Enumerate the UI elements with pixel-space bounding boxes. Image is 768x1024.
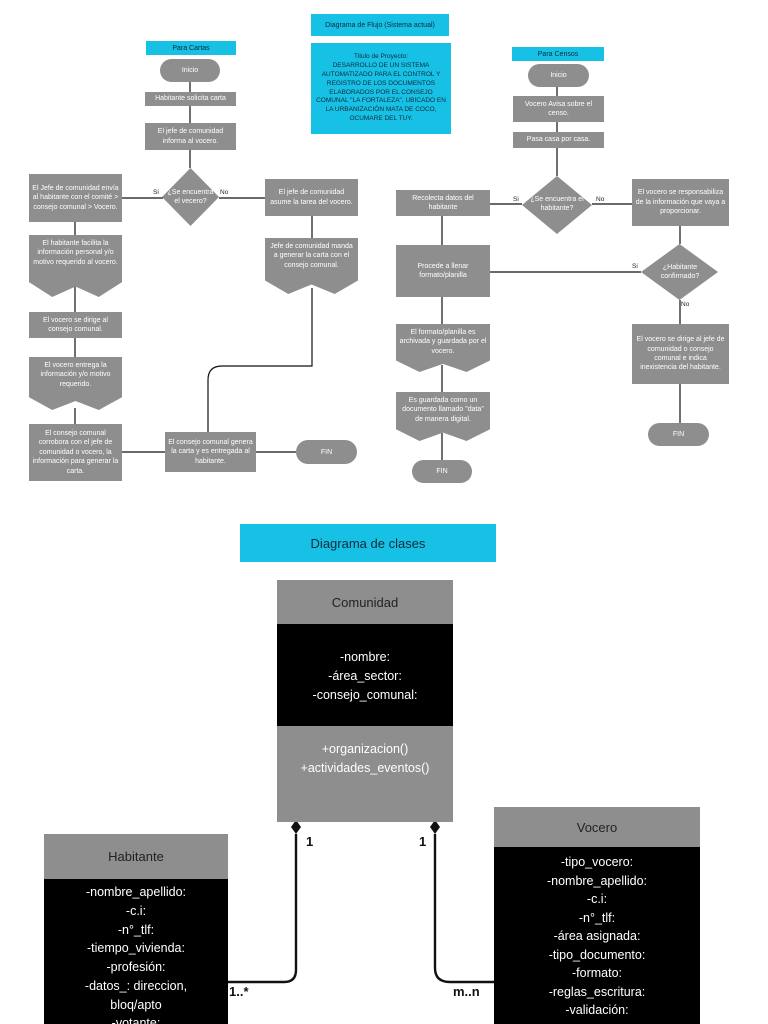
class-comunidad-attributes: -nombre: -área_sector: -consejo_comunal:	[277, 624, 453, 726]
censos-decision1-text: ¿Se encuentra el habitante?	[530, 195, 584, 212]
cartas-yes-label: Si	[153, 189, 159, 196]
cartas-no-label: No	[220, 189, 229, 196]
class-vocero: Vocero -tipo_vocero: -nombre_apellido: -…	[494, 807, 700, 1024]
cartas-right-asume: El jefe de comunidad asume la tarea del …	[265, 179, 358, 216]
attribute: -c.i:	[586, 892, 608, 906]
cartas-left-dirige: El vocero se dirige al consejo comunal.	[29, 312, 122, 338]
class-comunidad: Comunidad -nombre: -área_sector: -consej…	[277, 580, 453, 822]
attribute: -nombre_apellido:	[85, 885, 187, 899]
attribute: -formato:	[571, 966, 622, 980]
attribute: -tiempo_vivienda:	[87, 941, 185, 956]
attribute: -n°_tlf:	[578, 910, 616, 925]
cartas-step-solicita: Habitante solicita carta	[145, 92, 236, 106]
censos-start: Inicio	[528, 64, 589, 87]
method: +organizacion()	[321, 742, 409, 757]
attribute: -nombre_apellido:	[546, 873, 648, 888]
censos-decision2-text: ¿Habitante confirmado?	[660, 263, 700, 280]
class-habitante: Habitante -nombre_apellido: -c.i: -n°_tl…	[44, 834, 228, 1024]
cartas-right-manda: Jefe de comunidad manda a generar la car…	[265, 238, 358, 294]
censos-left-procede: Procede a llenar formato/planilla	[396, 245, 490, 297]
censos-no2-label: No	[681, 301, 690, 308]
class-comunidad-methods: +organizacion() +actividades_eventos()	[277, 726, 453, 822]
attribute: -datos_: direccion,	[84, 978, 188, 993]
class-diagram-title: Diagrama de clases	[240, 524, 496, 562]
multiplicity-habitante: 1..*	[229, 984, 249, 999]
method: +actividades_eventos()	[300, 761, 430, 775]
censos-left-recolecta: Recolecta datos del habitante	[396, 190, 490, 216]
attribute: -reglas_escritura:	[548, 984, 646, 999]
censos-yes2-label: Si	[632, 263, 638, 270]
censos-right-responsabiliza: El vocero se responsabiliza de la inform…	[632, 179, 729, 226]
censos-left-guardada: Es guardada como un documento llamado "d…	[396, 392, 490, 441]
attribute: -área_sector:	[328, 668, 402, 683]
attribute: -consejo_comunal:	[312, 687, 418, 702]
censos-right-dirige: El vocero se dirige al jefe de comunidad…	[632, 324, 729, 384]
cartas-end: FIN	[296, 440, 357, 464]
attribute: -tipo_vocero:	[560, 855, 634, 869]
class-habitante-name: Habitante	[44, 834, 228, 879]
class-vocero-name: Vocero	[494, 807, 700, 847]
class-habitante-attributes: -nombre_apellido: -c.i: -n°_tlf: -tiempo…	[44, 879, 228, 1024]
censos-step-pasa: Pasa casa por casa.	[513, 132, 604, 148]
attribute: bloq/apto	[110, 997, 162, 1012]
cartas-header: Para Cartas	[146, 41, 236, 55]
multiplicity-vocero: m..n	[453, 984, 480, 999]
cartas-step-informa: El jefe de comunidad informa al vocero.	[145, 123, 236, 150]
censos-header: Para Censos	[512, 47, 604, 61]
attribute: -profesión:	[106, 960, 166, 974]
cartas-left-corrobora: El consejo comunal corrobora con el jefe…	[29, 424, 122, 481]
attribute: -nombre:	[339, 650, 391, 664]
attribute: -votante:	[111, 1016, 161, 1024]
attribute: -tipo_documento:	[548, 947, 646, 962]
cartas-decision-text: ¿Se encuentra el vecero?	[167, 188, 214, 205]
attribute: -validación:	[565, 1003, 629, 1017]
attribute: -n°_tlf:	[117, 922, 155, 937]
flow-title: Diagrama de Flujo (Sistema actual)	[311, 14, 449, 36]
cartas-left-facilita: El habitante facilita la información per…	[29, 235, 122, 297]
censos-no-label: No	[596, 196, 605, 203]
multiplicity-comunidad-vocero: 1	[419, 834, 427, 849]
cartas-final: El consejo comunal genera la carta y es …	[165, 432, 256, 472]
censos-yes-label: Si	[513, 196, 519, 203]
attribute: -c.i:	[125, 903, 147, 918]
censos-end-right: FIN	[648, 423, 709, 446]
censos-end-left: FIN	[412, 460, 472, 483]
multiplicity-comunidad-habitante: 1	[306, 834, 314, 849]
censos-step-avisa: Vocero Avisa sobre el censo.	[513, 96, 604, 122]
class-vocero-attributes: -tipo_vocero: -nombre_apellido: -c.i: -n…	[494, 847, 700, 1024]
project-title: Titulo de Proyecto: DESARROLLO DE UN SIS…	[311, 43, 451, 134]
cartas-start: Inicio	[160, 59, 220, 82]
cartas-left-envia: El Jefe de comunidad envía al habitante …	[29, 174, 122, 222]
attribute: -área asignada:	[553, 929, 641, 943]
class-comunidad-name: Comunidad	[277, 580, 453, 624]
